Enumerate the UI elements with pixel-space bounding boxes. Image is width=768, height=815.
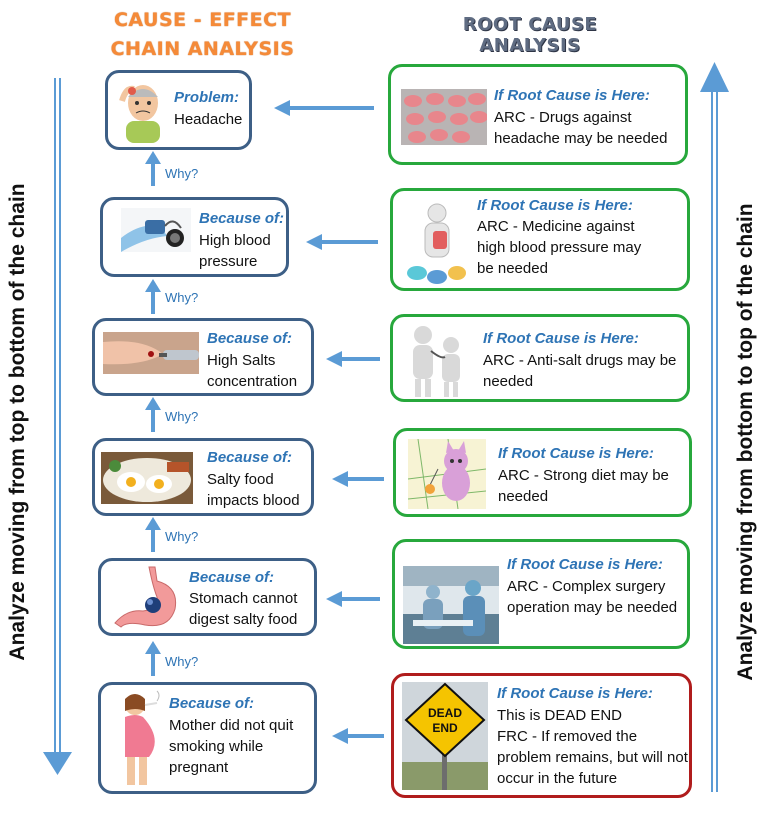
why-label: Why? (165, 529, 198, 544)
horizontal-arrows (274, 100, 384, 744)
chain-text: Salty food impacts blood (207, 469, 313, 511)
why-label: Why? (165, 654, 198, 669)
blood-test-finger-icon (103, 332, 199, 374)
pregnant-smoking-mother-icon (111, 689, 167, 789)
chain-box-stomach: Because of: Stomach cannot digest salty … (98, 558, 317, 636)
root-heading: If Root Cause is Here: (477, 197, 633, 214)
why-label: Why? (165, 409, 198, 424)
root-cause-box-salts: If Root Cause is Here: ARC - Anti-salt d… (390, 314, 690, 402)
pills-icon (401, 89, 487, 145)
blood-pressure-monitor-icon (121, 208, 191, 252)
root-cause-box-headache: If Root Cause is Here: ARC - Drugs again… (388, 64, 688, 165)
root-heading: If Root Cause is Here: (494, 87, 650, 104)
why-label: Why? (165, 166, 198, 181)
medicine-figure-icon (403, 199, 469, 287)
chain-text: Mother did not quit smoking while pregna… (169, 715, 313, 778)
root-cause-box-diet: If Root Cause is Here: ARC - Strong diet… (393, 428, 692, 517)
root-heading: If Root Cause is Here: (498, 445, 654, 462)
root-heading: If Root Cause is Here: (483, 330, 639, 347)
chain-heading: Because of: (199, 210, 284, 227)
chain-box-mother: Because of: Mother did not quit smoking … (98, 682, 317, 794)
why-label: Why? (165, 290, 198, 305)
chain-box-blood-pressure: Because of: High blood pressure (100, 197, 289, 277)
chain-box-problem: Problem: Headache (105, 70, 252, 150)
root-text: ARC - Strong diet may be needed (498, 465, 684, 507)
root-text: ARC - Medicine against high blood pressu… (477, 216, 657, 279)
down-arrow-icon (43, 78, 72, 775)
root-cause-box-surgery: If Root Cause is Here: ARC - Complex sur… (392, 539, 690, 649)
root-heading: If Root Cause is Here: (507, 556, 663, 573)
chain-heading: Because of: (207, 330, 292, 347)
chain-heading: Because of: (189, 569, 274, 586)
root-text-dead-end: This is DEAD END (497, 705, 689, 726)
root-text: FRC - If removed the problem remains, bu… (497, 726, 689, 789)
surgery-icon (403, 566, 499, 644)
root-text: ARC - Complex surgery operation may be n… (507, 576, 683, 618)
salty-food-plate-icon (101, 452, 193, 504)
chain-text: High Salts concentration (207, 350, 313, 392)
cat-diet-icon (408, 439, 486, 509)
root-text: ARC - Drugs against headache may be need… (494, 107, 684, 149)
up-arrow-icon (700, 62, 729, 792)
chain-heading: Problem: (174, 89, 239, 106)
doctor-figures-icon (405, 321, 467, 399)
chain-box-salts: Because of: High Salts concentration (92, 318, 314, 396)
chain-text: Stomach cannot digest salty food (189, 588, 317, 630)
chain-heading: Because of: (169, 695, 254, 712)
root-text: ARC - Anti-salt drugs may be needed (483, 350, 679, 392)
stomach-icon (109, 565, 183, 633)
root-heading: If Root Cause is Here: (497, 685, 653, 702)
chain-text: High blood pressure (199, 230, 287, 272)
headache-person-icon (116, 79, 170, 143)
chain-heading: Because of: (207, 449, 292, 466)
chain-text: Headache (174, 109, 252, 130)
chain-box-salty-food: Because of: Salty food impacts blood (92, 438, 314, 516)
root-cause-box-blood-pressure: If Root Cause is Here: ARC - Medicine ag… (390, 188, 690, 291)
